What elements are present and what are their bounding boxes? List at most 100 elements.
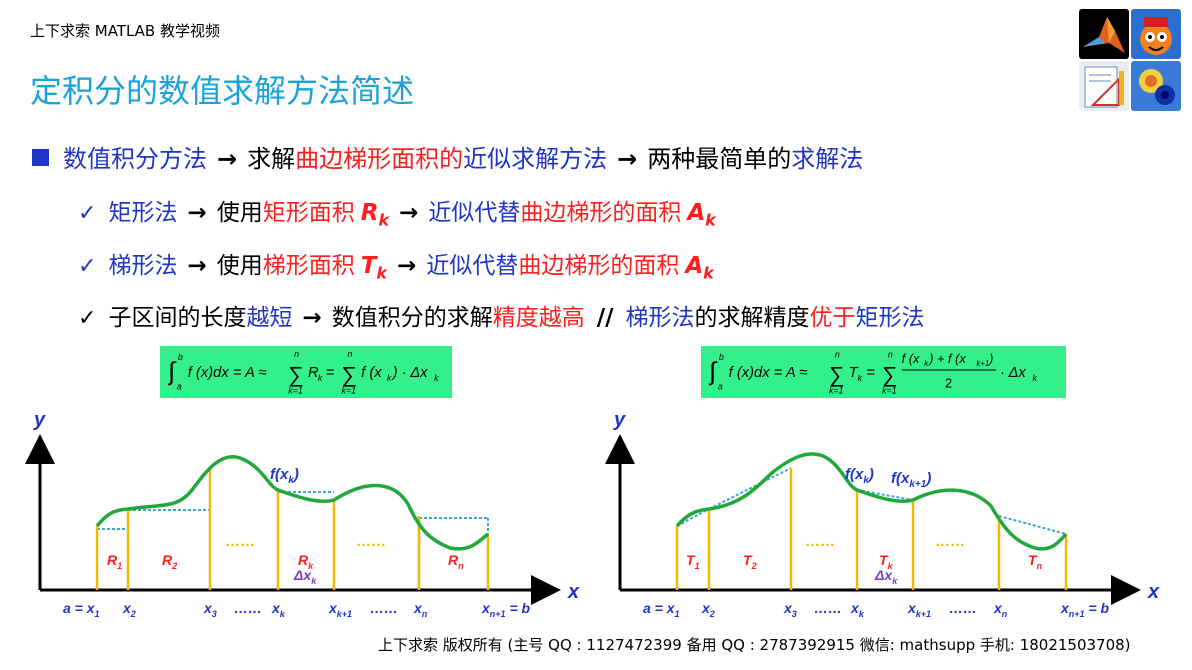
svg-text:f (x)dx = A ≈: f (x)dx = A ≈ xyxy=(729,365,808,381)
var-A: A xyxy=(685,253,704,279)
x-axis-label: x xyxy=(567,581,580,603)
svg-text:k: k xyxy=(387,373,392,383)
svg-text:· Δx: · Δx xyxy=(1000,365,1026,381)
svg-text:T: T xyxy=(849,365,859,381)
fx-label: f(xk) xyxy=(845,466,874,486)
svg-text:n: n xyxy=(835,349,840,359)
svg-text:∑: ∑ xyxy=(882,362,897,387)
arrow-icon: → xyxy=(302,305,322,331)
fx-next-label: f(xk+1) xyxy=(891,470,931,490)
svg-text:k=1: k=1 xyxy=(882,386,897,396)
check-icon: ✓ xyxy=(78,306,97,331)
arrow-icon: → xyxy=(397,253,417,279)
higher-precision-text: 精度越高 xyxy=(492,305,585,331)
arrow-icon: → xyxy=(217,145,238,173)
svg-text:∫: ∫ xyxy=(168,358,177,386)
bullet-text-3: 曲边梯形面积的 xyxy=(295,145,464,173)
tick-label: a = x1 xyxy=(63,600,100,619)
shorter-text: 越短 xyxy=(246,305,293,331)
tick-label: x2 xyxy=(122,600,136,619)
tick-label: x2 xyxy=(701,600,715,619)
tick-label: xn xyxy=(413,600,428,619)
region-label: Rn xyxy=(448,552,464,571)
svg-text:∑: ∑ xyxy=(829,362,844,387)
region-labels: R1 R2 Rk Rn xyxy=(107,552,464,571)
region-label: R1 xyxy=(107,552,122,571)
tick-label: xk xyxy=(271,600,286,619)
svg-text:k: k xyxy=(857,373,862,383)
arrow-icon: → xyxy=(187,200,207,226)
curve-area-text: 曲边梯形的面积 xyxy=(520,200,682,226)
svg-text:2: 2 xyxy=(945,376,952,391)
svg-text:k: k xyxy=(1032,373,1037,383)
tick-label: …… xyxy=(949,600,977,616)
svg-text:∑: ∑ xyxy=(288,362,303,387)
check-icon: ✓ xyxy=(78,254,97,279)
arrow-icon: → xyxy=(187,253,207,279)
var-A-sub: k xyxy=(703,263,714,283)
region-label: Rk xyxy=(298,552,314,571)
tick-label: xk xyxy=(850,600,865,619)
dots-2: …… xyxy=(356,533,386,550)
bullet-square-icon xyxy=(32,149,49,166)
region-label: R2 xyxy=(162,552,177,571)
arrow-icon: → xyxy=(617,145,638,173)
svg-text:a: a xyxy=(718,382,723,392)
tick-label: xk+1 xyxy=(907,600,931,619)
tick-label: …… xyxy=(814,600,842,616)
svg-text:f (x)dx = A ≈: f (x)dx = A ≈ xyxy=(188,365,267,381)
svg-text:f (x: f (x xyxy=(902,351,920,366)
function-curve xyxy=(95,455,490,551)
svg-text:n: n xyxy=(347,349,352,359)
region-label: T2 xyxy=(743,552,757,571)
subinterval-text: 子区间的长度 xyxy=(108,305,247,331)
svg-text:): ) xyxy=(987,351,993,366)
svg-text:R: R xyxy=(308,365,319,381)
use-text: 使用 xyxy=(216,200,263,226)
svg-text:k: k xyxy=(924,359,929,368)
tick-label: xn+1 = b xyxy=(481,600,531,619)
dots-2: …… xyxy=(935,533,965,550)
var-T: T xyxy=(360,253,377,279)
svg-text:k=1: k=1 xyxy=(288,386,303,396)
var-A: A xyxy=(687,200,706,226)
tick-label: xn+1 = b xyxy=(1060,600,1110,619)
svg-text:k+1: k+1 xyxy=(976,359,989,368)
var-R: R xyxy=(360,200,379,226)
rect-area-text: 矩形面积 xyxy=(262,200,355,226)
var-R-sub: k xyxy=(378,210,390,230)
matlab-logo-icon xyxy=(1079,9,1129,59)
svg-text:) · Δx: ) · Δx xyxy=(391,365,428,381)
svg-text:k: k xyxy=(318,373,323,383)
bullet-text-4: 近似求解方法 xyxy=(463,145,608,173)
tick-label: x3 xyxy=(783,600,797,619)
function-curve xyxy=(675,452,1068,551)
dots-1: …… xyxy=(225,533,255,550)
approx-text: 近似代替 xyxy=(428,200,521,226)
tick-label: a = x1 xyxy=(643,600,680,619)
tick-label: xk+1 xyxy=(328,600,352,619)
trap-text: 梯形法 xyxy=(625,305,695,331)
bullet-text-2: 求解 xyxy=(247,145,296,173)
arrow-icon: → xyxy=(399,200,419,226)
game-character-icon xyxy=(1131,9,1181,59)
separator: // xyxy=(596,305,614,331)
y-axis-label: y xyxy=(33,409,46,431)
drafting-tools-icon xyxy=(1079,61,1129,111)
dots-1: …… xyxy=(805,533,835,550)
fx-label: f(xk) xyxy=(270,466,299,486)
precision-text: 的求解精度 xyxy=(694,305,810,331)
brand-header: 上下求索 MATLAB 教学视频 xyxy=(30,22,220,40)
tick-label: x3 xyxy=(203,600,217,619)
svg-text:f (x: f (x xyxy=(361,365,382,381)
svg-text:∑: ∑ xyxy=(341,362,356,387)
rect-method-name: 矩形法 xyxy=(108,200,178,226)
x-axis-label: x xyxy=(1147,581,1160,603)
heatmap-icon xyxy=(1131,61,1181,111)
